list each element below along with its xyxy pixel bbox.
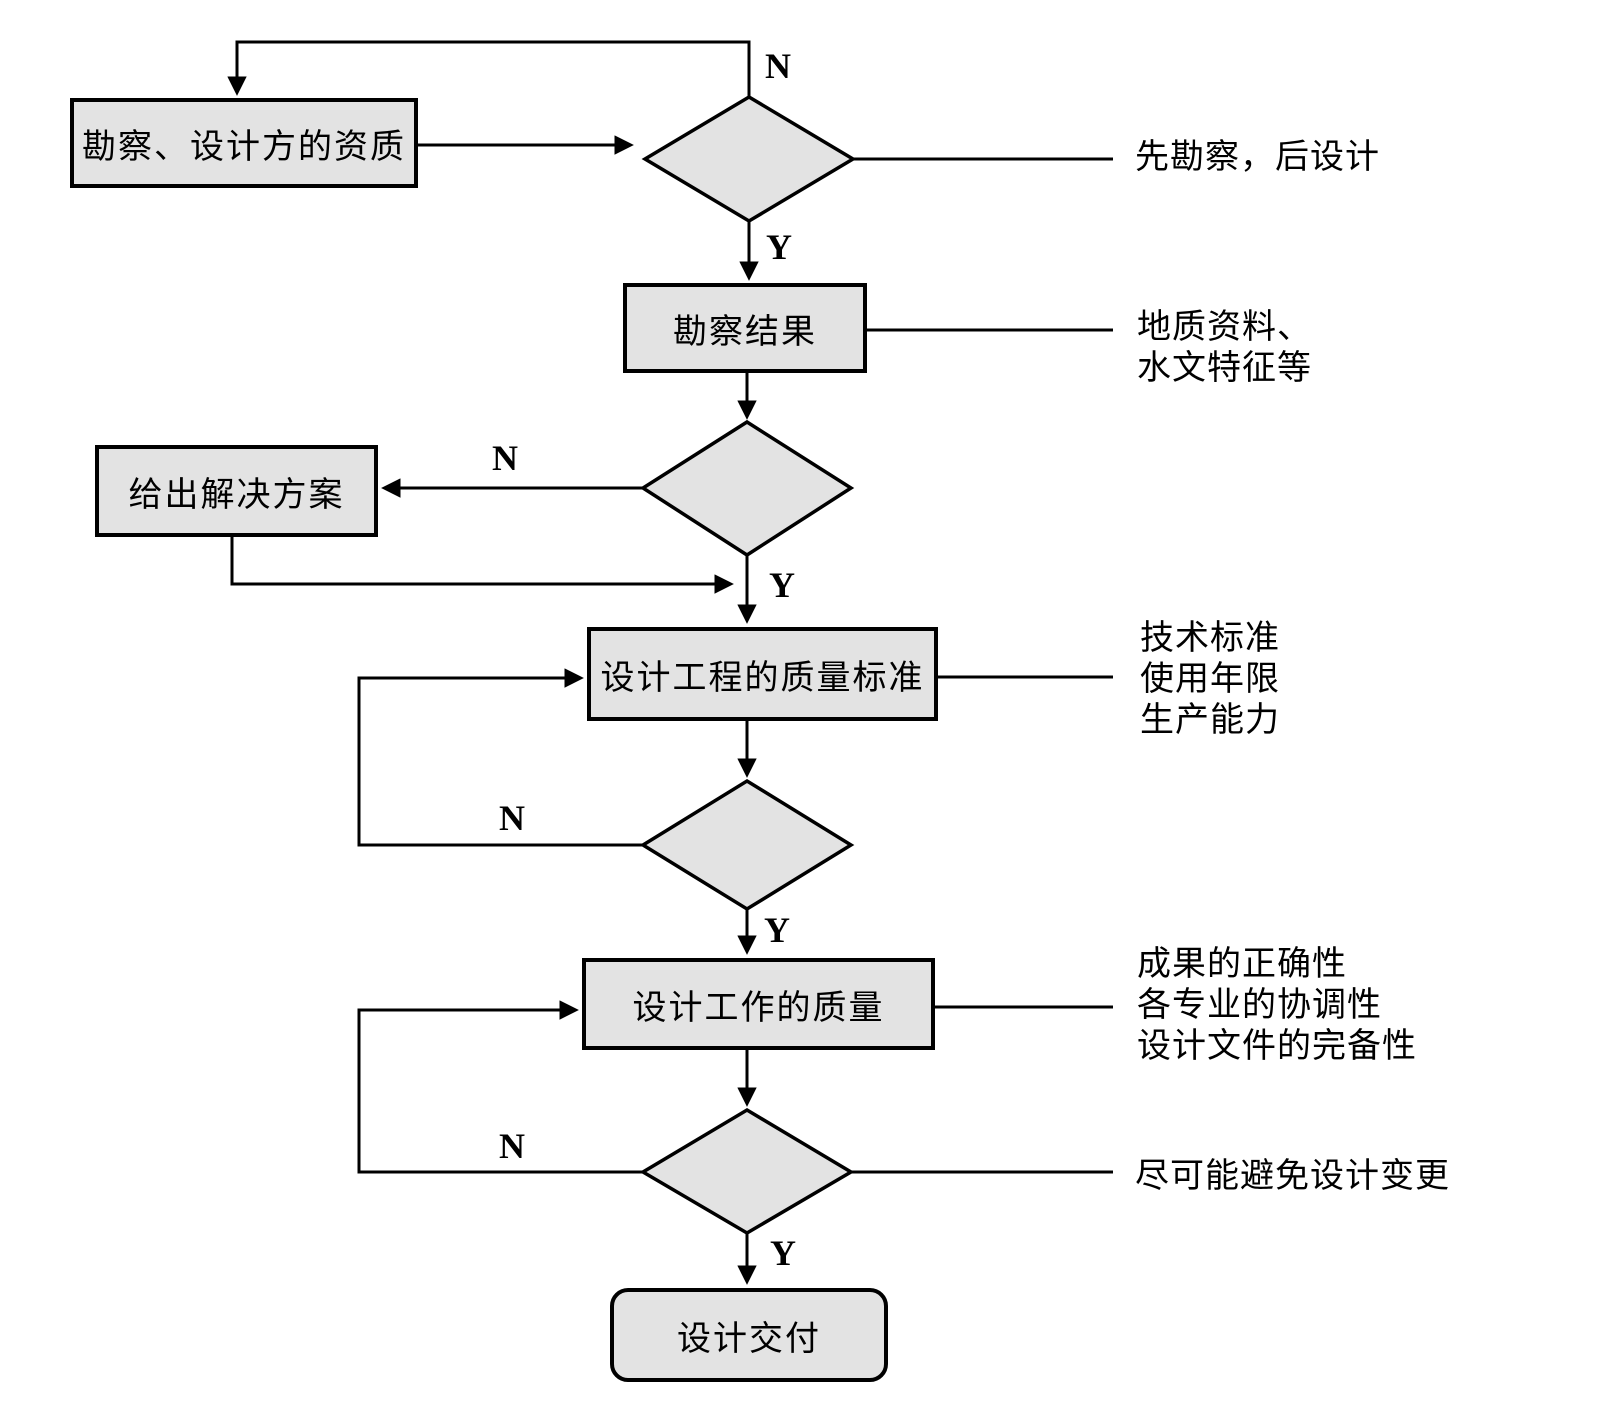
connector-b3-loop xyxy=(230,537,734,594)
annotation-line: 水文特征等 xyxy=(1137,350,1312,387)
flow-box-design-work-quality-label: 设计工作的质量 xyxy=(632,989,885,1027)
branch-label-n2: N xyxy=(492,438,518,478)
flow-box-design-delivery-label: 设计交付 xyxy=(677,1320,821,1358)
flow-box-design-delivery: 设计交付 xyxy=(610,1288,888,1382)
annotation-line: 各专业的协调性 xyxy=(1137,987,1382,1024)
annotation-line: 使用年限 xyxy=(1140,661,1280,698)
annotation-line: 设计文件的完备性 xyxy=(1137,1028,1417,1065)
flow-box-qualification-label: 勘察、设计方的资质 xyxy=(82,128,406,166)
branch-label-y3: Y xyxy=(764,910,790,950)
branch-label-y4: Y xyxy=(770,1233,796,1273)
connector-n1-loop xyxy=(227,40,751,97)
flow-box-quality-standard-label: 设计工程的质量标准 xyxy=(600,659,925,697)
decision-diamond-3 xyxy=(639,778,855,912)
annotation-tech-standards: 技术标准 使用年限 生产能力 xyxy=(1140,618,1280,741)
flow-box-qualification: 勘察、设计方的资质 xyxy=(70,98,418,188)
annotation-line: 技术标准 xyxy=(1140,620,1280,657)
flow-box-design-work-quality: 设计工作的质量 xyxy=(582,958,935,1050)
connector-d4-n-loop xyxy=(357,1000,643,1174)
annotation-line: 生产能力 xyxy=(1140,702,1280,739)
annotation-line: 尽可能避免设计变更 xyxy=(1135,1158,1450,1195)
connector-d3-n-loop xyxy=(357,668,643,847)
flow-box-survey-result: 勘察结果 xyxy=(623,283,867,373)
flow-box-survey-result-label: 勘察结果 xyxy=(673,313,817,351)
branch-label-n3: N xyxy=(499,798,525,838)
annotation-line: 地质资料、 xyxy=(1137,309,1312,346)
annotation-geology-data: 地质资料、 水文特征等 xyxy=(1137,307,1312,389)
annotation-avoid-changes: 尽可能避免设计变更 xyxy=(1135,1156,1450,1197)
decision-diamond-2 xyxy=(639,419,855,558)
flow-box-solution-label: 给出解决方案 xyxy=(128,476,345,514)
annotation-line: 先勘察，后设计 xyxy=(1135,139,1380,176)
annotation-line: 成果的正确性 xyxy=(1137,946,1347,983)
annotation-result-quality: 成果的正确性 各专业的协调性 设计文件的完备性 xyxy=(1137,944,1417,1067)
branch-label-y1: Y xyxy=(766,227,792,267)
branch-label-n1: N xyxy=(765,46,791,86)
decision-diamond-4 xyxy=(639,1107,855,1236)
decision-diamond-1 xyxy=(641,94,857,224)
branch-label-y2: Y xyxy=(769,565,795,605)
flow-box-solution: 给出解决方案 xyxy=(95,445,378,537)
branch-label-n4: N xyxy=(499,1126,525,1166)
annotation-survey-first: 先勘察，后设计 xyxy=(1135,137,1380,178)
flow-box-quality-standard: 设计工程的质量标准 xyxy=(587,627,938,721)
